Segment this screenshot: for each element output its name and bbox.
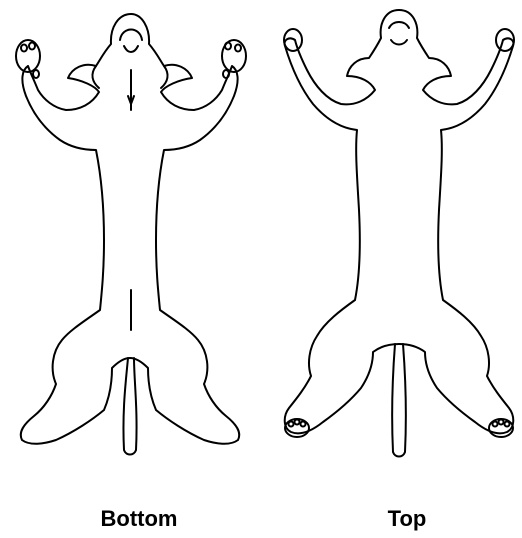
bottom-view-panel: Bottom xyxy=(0,0,261,538)
pelt-outline-bottom-icon xyxy=(0,0,261,470)
pelt-outline-top-icon xyxy=(261,0,522,470)
top-caption: Top xyxy=(388,508,427,530)
bottom-caption: Bottom xyxy=(101,508,178,530)
top-view-panel: Top xyxy=(261,0,522,538)
